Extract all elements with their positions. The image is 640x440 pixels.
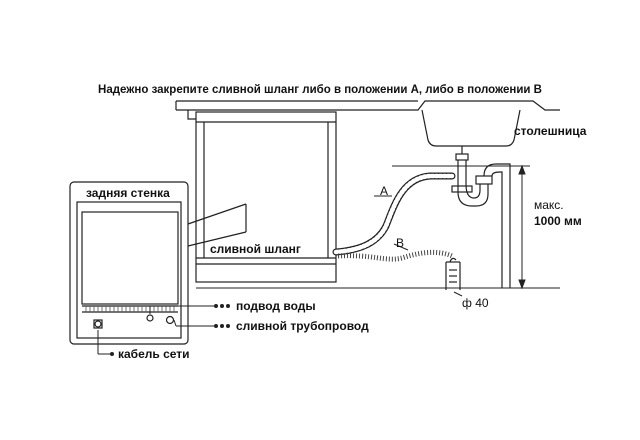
sink-bowl: [421, 109, 521, 161]
dishwasher-body: [195, 111, 337, 283]
drain-hose-label: сливной шланг: [208, 242, 303, 256]
rear-view-callout: [187, 203, 247, 247]
back-wall-label: задняя стенка: [86, 186, 170, 200]
position-b-label: B: [396, 236, 405, 250]
rear-view-panel: [69, 181, 189, 345]
countertop-label: столешница: [514, 124, 587, 138]
rear-vent-grille: [85, 306, 175, 312]
sink-siphon: [451, 160, 511, 288]
power-cable-label: кабель сети: [118, 347, 190, 361]
vertical-drain-pipe: [445, 257, 461, 290]
max-height-label-line1: макс.: [534, 198, 564, 212]
countertop: [175, 100, 560, 120]
bottom-leaders: [97, 304, 230, 356]
drain-pipe-label: сливной трубопровод: [236, 319, 369, 333]
drain-hose-position-b: [337, 249, 453, 262]
position-leaders: [374, 195, 463, 297]
position-a-label: A: [380, 184, 389, 198]
drain-hose-position-a: [332, 172, 456, 256]
water-inlet-label: подвод воды: [236, 299, 316, 313]
installation-instruction: Надежно закрепите сливной шланг либо в п…: [98, 84, 542, 96]
pipe-diameter-label: ф 40: [462, 296, 489, 310]
max-height-dimension: [392, 164, 530, 290]
max-height-label-line2: 1000 мм: [534, 214, 582, 228]
